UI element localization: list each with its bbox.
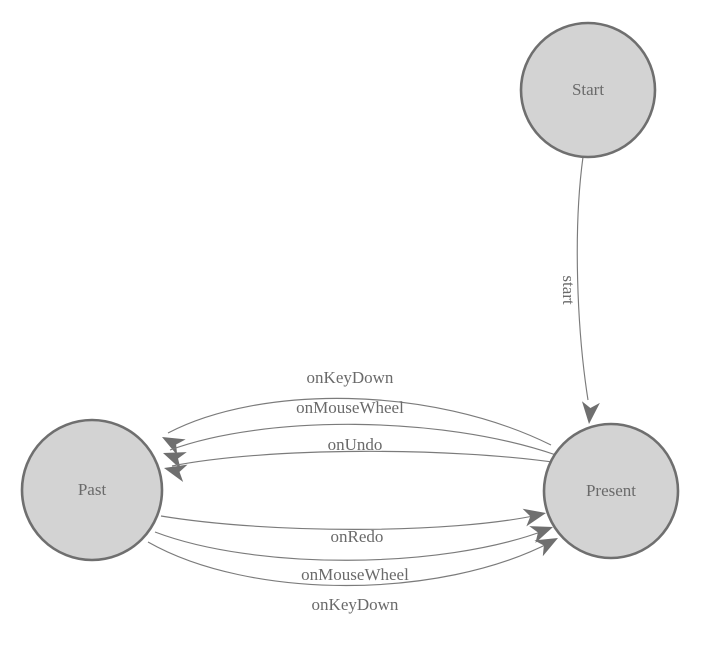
- edge-line: [160, 514, 539, 530]
- edge-labels-layer: start onKeyDown onMouseWheel onUndo onRedo on…: [296, 275, 578, 614]
- edge-e-past-present-keydown[interactable]: [147, 530, 562, 586]
- edge-line: [171, 450, 560, 467]
- edge-line: [576, 156, 589, 401]
- node-circle-start[interactable]: [519, 21, 657, 159]
- edge-line: [167, 397, 552, 446]
- edge-label-e-present-past-undo: onUndo: [328, 435, 383, 454]
- arrow-head-icon: [522, 508, 546, 527]
- node-past[interactable]: Past: [20, 418, 164, 562]
- node-present[interactable]: Present: [542, 422, 680, 560]
- arrow-head-icon: [162, 437, 186, 456]
- edge-e-start-present[interactable]: [576, 156, 600, 425]
- edge-line: [169, 423, 557, 456]
- edge-e-present-past-keydown[interactable]: [158, 397, 552, 456]
- edge-label-e-past-present-mousewheel: onMouseWheel: [301, 565, 409, 584]
- node-start[interactable]: Start: [519, 21, 657, 159]
- arrow-head-icon: [163, 452, 187, 469]
- edge-label-e-present-past-mousewheel: onMouseWheel: [296, 398, 404, 417]
- node-label-start: Start: [572, 80, 604, 99]
- edge-e-past-present-redo[interactable]: [160, 504, 548, 530]
- edges-layer: [147, 156, 600, 586]
- edge-label-e-past-present-redo: onRedo: [331, 527, 384, 546]
- arrow-head-icon: [581, 401, 600, 424]
- arrow-head-icon: [534, 538, 558, 557]
- edge-label-e-present-past-keydown: onKeyDown: [307, 368, 394, 387]
- node-label-past: Past: [78, 480, 107, 499]
- arrow-head-icon: [529, 526, 553, 543]
- node-label-present: Present: [586, 481, 636, 500]
- edge-line: [147, 541, 552, 586]
- edge-line: [154, 529, 547, 561]
- arrow-head-icon: [164, 464, 188, 483]
- edge-label-e-start-present: start: [559, 275, 578, 305]
- edge-label-e-past-present-keydown: onKeyDown: [312, 595, 399, 614]
- node-circle-present[interactable]: [542, 422, 680, 560]
- node-circle-past[interactable]: [20, 418, 164, 562]
- edge-e-present-past-undo[interactable]: [162, 450, 560, 483]
- edge-e-present-past-mousewheel[interactable]: [160, 423, 557, 469]
- edge-e-past-present-mousewheel[interactable]: [154, 519, 556, 561]
